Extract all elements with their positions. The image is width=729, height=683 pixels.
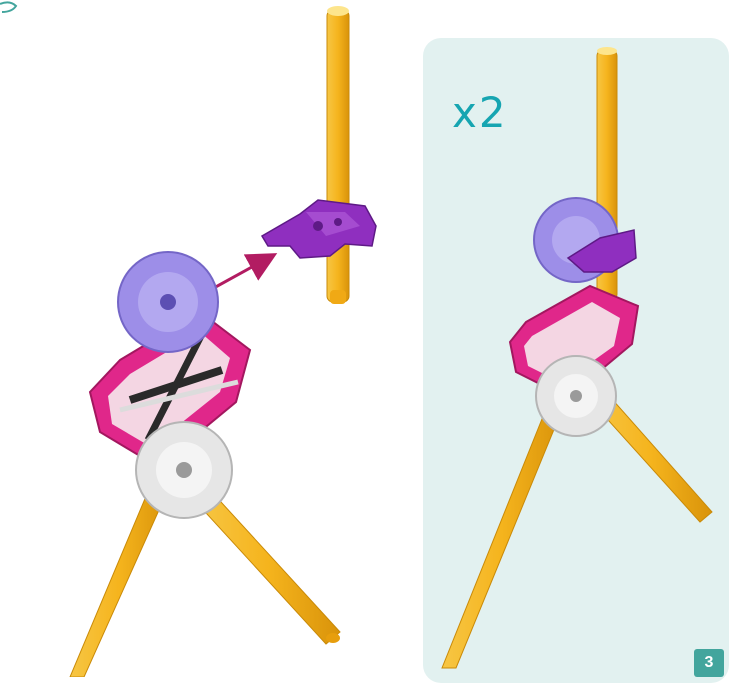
white-gear [136,422,232,518]
rod-bottom-left [70,482,168,677]
existing-build-group [70,252,340,677]
finished-white-gear [536,356,616,436]
vertical-rod-top [327,6,349,304]
step-number-badge: 3 [694,649,724,677]
rod-bottom-right [196,490,340,644]
finished-rod-bottom-left [442,404,562,668]
new-part-group [262,6,376,304]
finished-build-group [442,47,712,668]
lavender-gear [118,252,218,352]
purple-connector [262,200,376,258]
